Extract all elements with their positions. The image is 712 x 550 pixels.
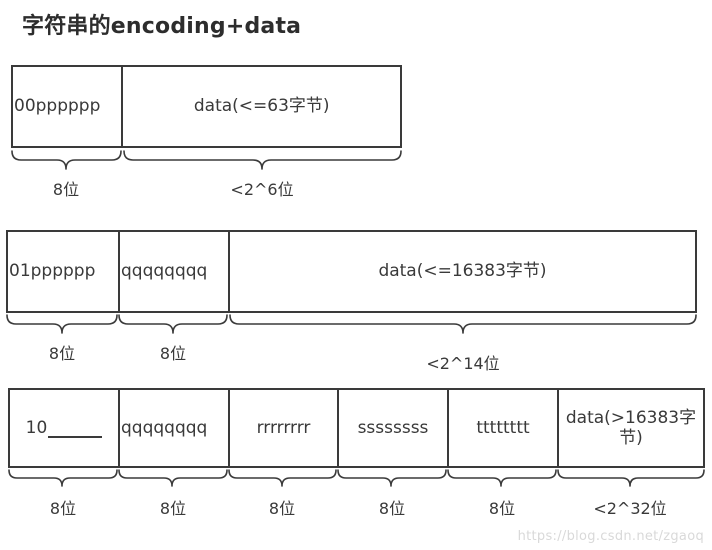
page-title: 字符串的encoding+data [22,14,302,39]
brace-label-32bit-cell3: 8位 [268,499,296,518]
brace-6bit-cell1 [11,150,122,170]
byte-cell-label: data(<=63字节) [193,96,330,117]
brace-6bit-cell2 [123,150,402,170]
byte-cell-label: 01pppppp [9,261,96,282]
byte-cell-label: ssssssss [357,417,429,438]
byte-cell-encoding-01pppppp: 01pppppp [8,232,120,311]
byte-cell-encoding-10-blank: 10 [10,390,120,466]
byte-cell-tttttttt: tttttttt [449,390,559,466]
byte-cell-qqqqqqqq-32bit: qqqqqqqq [120,390,230,466]
byte-cell-label: tttttttt [476,417,530,438]
brace-label-32bit-cell1: 8位 [49,499,77,518]
blank-bits-underline [48,425,103,439]
byte-cell-data-over-16383: data(>16383字节) [559,390,703,466]
byte-cell-label: rrrrrrrr [256,417,311,438]
brace-32bit-cell2 [118,469,228,487]
byte-cell-label-wrap: 10 [11,417,117,439]
byte-cell-label: qqqqqqqq [121,261,208,282]
byte-box-6bit: 00pppppp data(<=63字节) [11,65,402,148]
watermark-text: https://blog.csdn.net/zgaoq [517,529,704,544]
byte-cell-label: data(>16383字节) [565,407,697,448]
byte-box-32bit: 10 qqqqqqqq rrrrrrrr ssssssss tttttttt d… [8,388,705,468]
byte-cell-rrrrrrrr: rrrrrrrr [230,390,339,466]
brace-32bit-cell4 [337,469,447,487]
brace-label-32bit-cell5: 8位 [488,499,516,518]
byte-cell-data-16383: data(<=16383字节) [230,232,695,311]
brace-label-6bit-cell2: <2^6位 [230,180,294,199]
byte-cell-label: data(<=16383字节) [378,261,547,282]
byte-box-14bit: 01pppppp qqqqqqqq data(<=16383字节) [6,230,697,313]
brace-label-32bit-cell4: 8位 [378,499,406,518]
brace-label-14bit-cell1: 8位 [48,344,76,363]
byte-cell-encoding-00pppppp: 00pppppp [13,67,124,146]
brace-32bit-cell3 [228,469,337,487]
brace-label-14bit-cell3: <2^14位 [426,354,500,373]
brace-label-32bit-cell2: 8位 [159,499,187,518]
brace-14bit-cell2 [118,314,228,334]
brace-label-6bit-cell1: 8位 [52,180,80,199]
brace-32bit-cell5 [447,469,557,487]
byte-cell-label: 00pppppp [14,96,101,117]
byte-cell-label: 10 [25,417,48,438]
byte-cell-label: qqqqqqqq [121,417,208,438]
brace-32bit-cell6 [557,469,705,487]
byte-cell-qqqqqqqq-14bit: qqqqqqqq [120,232,230,311]
byte-cell-ssssssss: ssssssss [339,390,449,466]
brace-32bit-cell1 [8,469,118,487]
brace-label-14bit-cell2: 8位 [159,344,187,363]
byte-cell-data-63: data(<=63字节) [123,67,400,146]
brace-14bit-cell3 [229,314,697,334]
brace-label-32bit-cell6: <2^32位 [593,499,667,518]
brace-14bit-cell1 [6,314,118,334]
